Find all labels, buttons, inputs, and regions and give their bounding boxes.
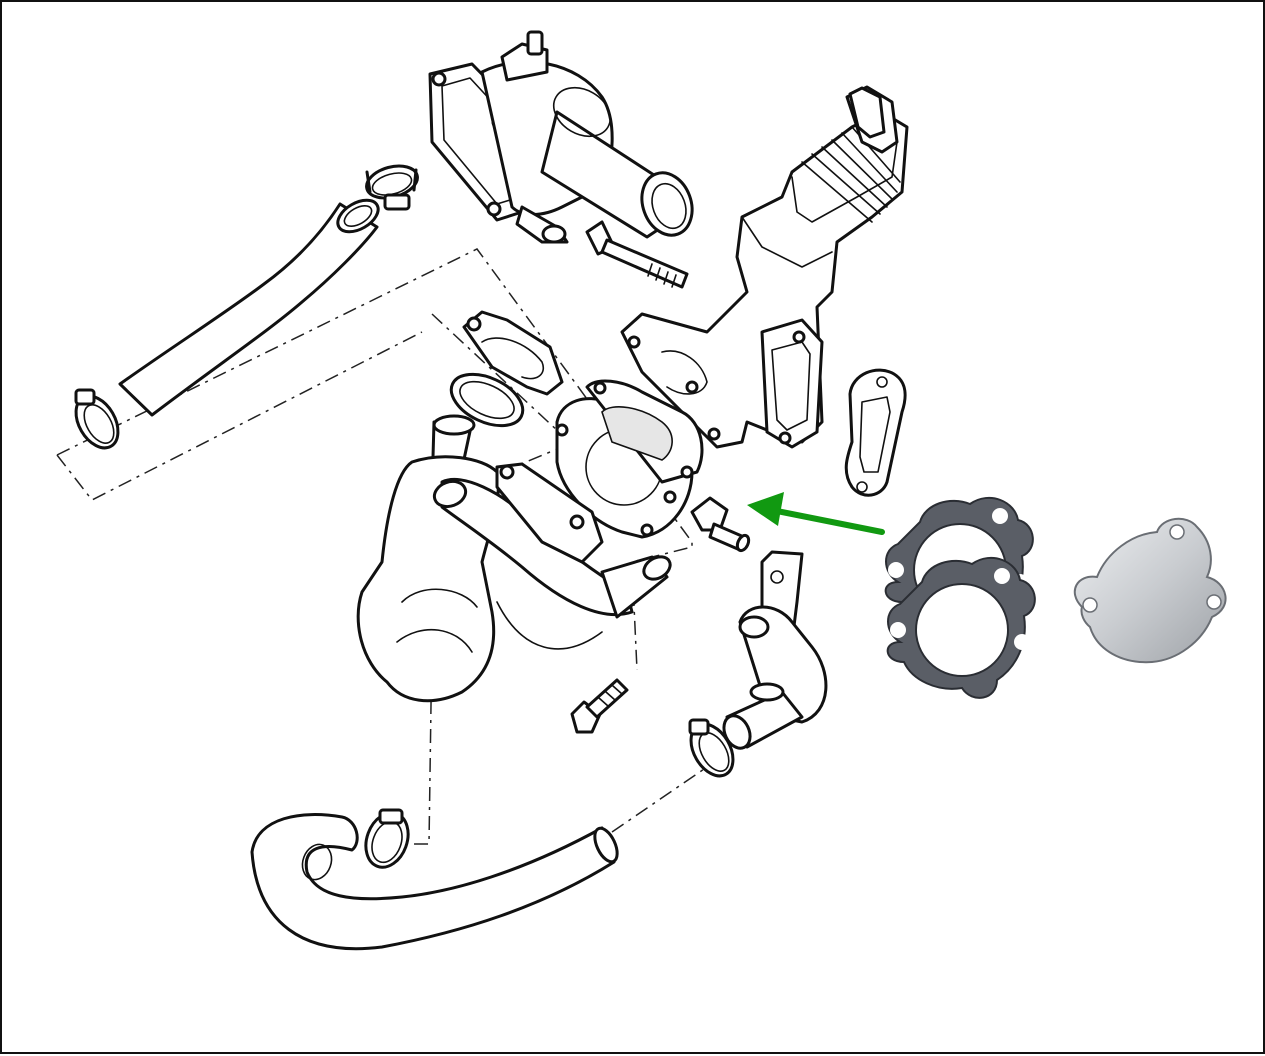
egr-gasket-pair (884, 496, 1036, 699)
hose-clamp-left (74, 388, 120, 450)
lower-coolant-hose (250, 813, 619, 951)
egr-valve (620, 85, 909, 449)
egr-cooler-gaskets (555, 379, 704, 539)
thermostat-housing (428, 30, 694, 244)
long-bolt (585, 220, 689, 289)
egr-blanking-plate (1073, 517, 1227, 664)
hose-clamp-upper (365, 164, 419, 211)
hose-clamp-lower-left (364, 808, 410, 869)
egr-outlet-gasket (844, 368, 907, 497)
egr-gasket-front (886, 556, 1036, 699)
green-arrow (747, 492, 885, 535)
coolant-elbow (722, 550, 828, 750)
upper-radiator-hose (118, 198, 380, 417)
flange-and-o-ring (449, 310, 564, 428)
egr-cooler-pipe (356, 414, 672, 703)
assembly-guide-lines (56, 248, 708, 845)
short-bolt-upper (690, 496, 751, 553)
short-bolt-lower (570, 678, 629, 734)
